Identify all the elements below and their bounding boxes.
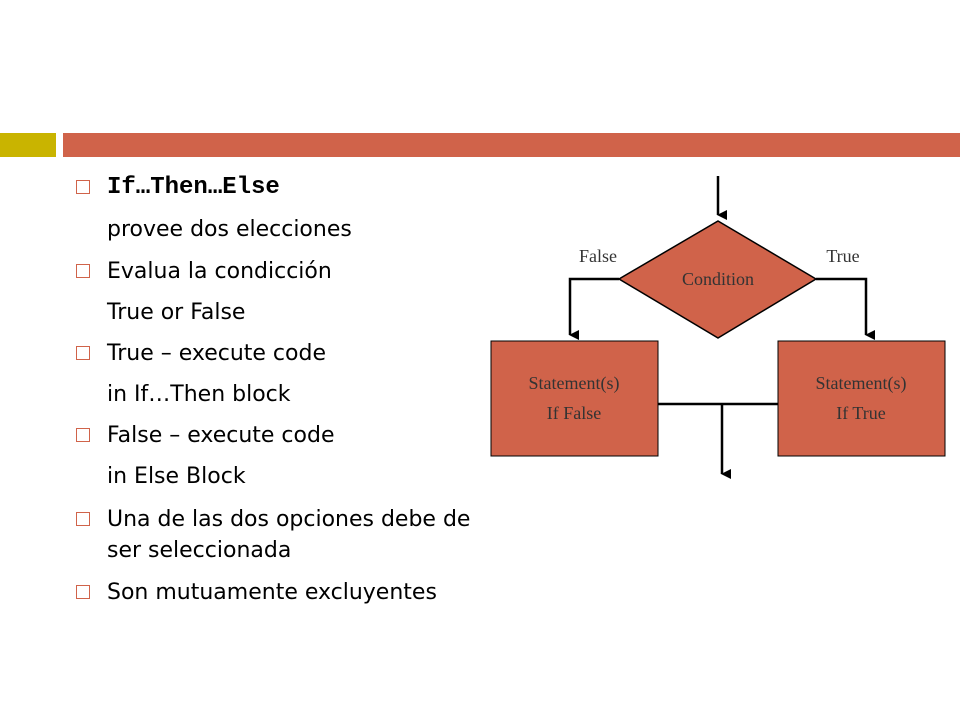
false-branch-arrow (568, 277, 619, 340)
bullet-3-line-1: True – execute code (107, 341, 326, 366)
bullet-2-line-2: True or False (107, 300, 246, 325)
bullet-3-line-2: in If…Then block (107, 382, 291, 407)
true-branch-arrow (816, 277, 875, 340)
bullet-square-icon (76, 428, 90, 442)
bullet-5-line-1: Una de las dos opciones debe de (107, 507, 471, 532)
true-box-line-2: If True (836, 403, 886, 423)
bullet-2-line-1: Evalua la condicción (107, 259, 332, 284)
false-branch-label: False (579, 246, 617, 266)
bullet-4-line-1: False – execute code (107, 423, 335, 448)
bullet-square-icon (76, 346, 90, 360)
header-accent-bar-right (63, 133, 960, 157)
condition-label: Condition (682, 269, 754, 289)
bullet-4-line-2: in Else Block (107, 464, 246, 489)
true-box-line-1: Statement(s) (816, 373, 907, 394)
bullet-6-line-1: Son mutuamente excluyentes (107, 580, 437, 605)
bullet-1-line-2: provee dos elecciones (107, 217, 352, 242)
header-accent-bar-left (0, 133, 56, 157)
true-statement-box (777, 340, 946, 457)
bullet-square-icon (76, 512, 90, 526)
true-branch-label: True (826, 246, 859, 266)
bullet-square-icon (76, 180, 90, 194)
bullet-5-line-2: ser seleccionada (107, 538, 292, 563)
bullet-square-icon (76, 585, 90, 599)
bullet-square-icon (76, 264, 90, 278)
condition-diamond (617, 220, 818, 339)
false-statement-box (490, 340, 659, 457)
false-box-line-2: If False (547, 403, 601, 423)
bullet-1-line-1: If…Then…Else (107, 174, 280, 201)
false-box-line-1: Statement(s) (529, 373, 620, 394)
